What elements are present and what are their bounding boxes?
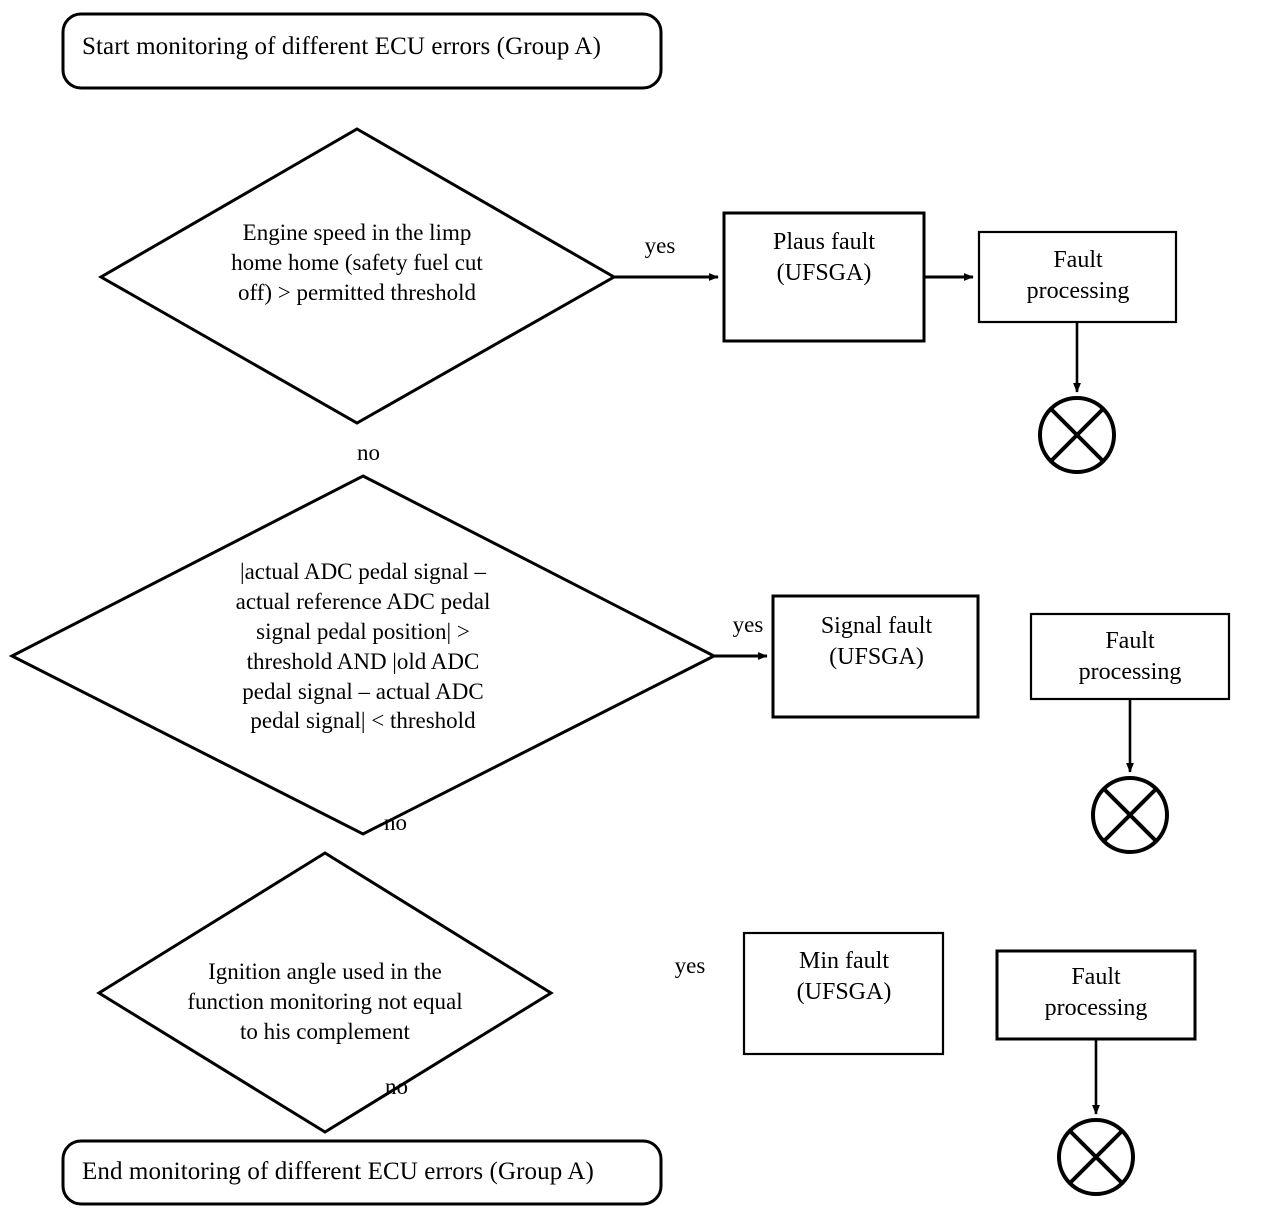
end-terminator-shape (61, 1139, 663, 1206)
signal-fault-label: Signal fault (UFSGA) (820, 613, 933, 670)
decision-2-label: |actual ADC pedal signal – actual refere… (235, 559, 491, 734)
edge-label-yes-1: yes (644, 233, 676, 258)
end-terminator-label: End monitoring of different ECU errors (… (82, 1158, 594, 1185)
edge-label-no-2: no (384, 810, 407, 835)
connector-circle-1 (1038, 396, 1116, 474)
edge-label-no-1: no (357, 440, 380, 465)
decision-1-shape (97, 127, 618, 425)
edge-label-yes-3: yes (674, 953, 706, 978)
edge-label-yes-2: yes (732, 612, 764, 637)
fault-processing-2-shape (1029, 612, 1231, 701)
plaus-fault-shape (722, 211, 926, 343)
fault-processing-2-label: Fault processing (1078, 628, 1182, 685)
decision-3-label: Ignition angle used in the function moni… (187, 959, 463, 1044)
decision-2-shape (8, 474, 718, 836)
start-terminator-shape (61, 12, 663, 90)
connector-circle-2 (1091, 776, 1169, 854)
plaus-fault-label: Plaus fault (UFSGA) (773, 229, 875, 286)
signal-fault-shape (771, 594, 980, 719)
decision-3-shape (96, 851, 554, 1134)
connector-circle-3 (1057, 1118, 1135, 1196)
min-fault-label: Min fault (UFSGA) (796, 948, 892, 1005)
fault-processing-3-label: Fault processing (1044, 964, 1148, 1021)
start-terminator-label: Start monitoring of different ECU errors… (82, 33, 602, 60)
decision-1-label: Engine speed in the limp home home (safe… (231, 220, 483, 305)
edge-label-no-3: no (385, 1074, 408, 1099)
fault-processing-1-label: Fault processing (1026, 247, 1130, 304)
min-fault-shape (742, 931, 945, 1056)
